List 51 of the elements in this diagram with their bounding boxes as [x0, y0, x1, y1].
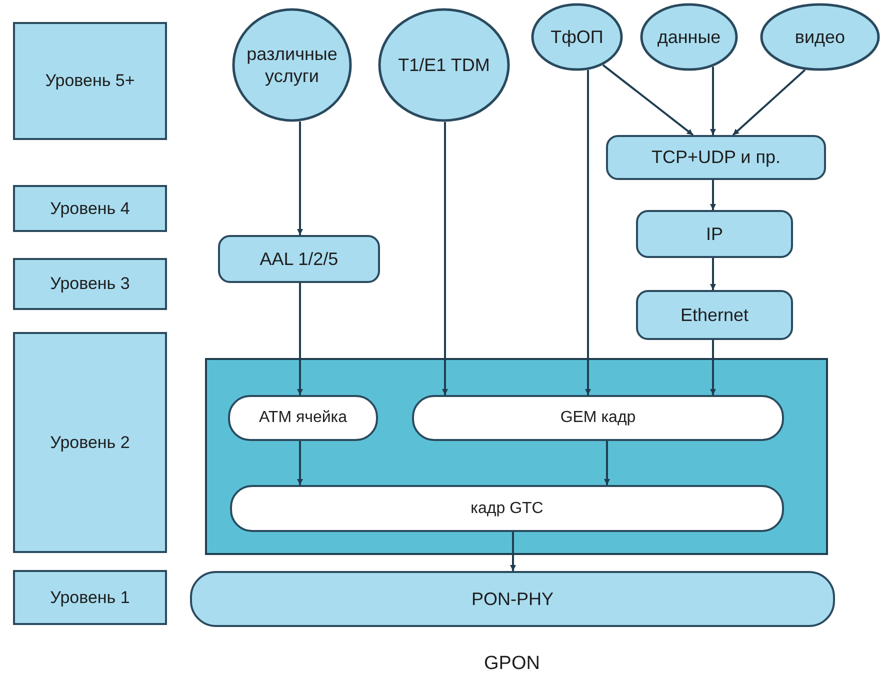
- level-box: [13, 258, 167, 310]
- node-label: PON-PHY: [470, 588, 554, 610]
- node-label: IP: [704, 222, 724, 246]
- node-label: Уровень 3: [49, 273, 131, 296]
- node-label: AAL 1/2/5: [258, 248, 340, 270]
- node-label: GEM кадр: [559, 408, 637, 428]
- service-ellipse: [531, 3, 623, 71]
- node-label: Уровень 1: [49, 586, 131, 609]
- container-box: [205, 358, 828, 555]
- protocol-box: [636, 210, 793, 258]
- node-label: Ethernet: [679, 304, 750, 326]
- node-label: T1/E1 TDM: [397, 54, 491, 76]
- arrow: [732, 69, 806, 136]
- physical-layer-bar: [190, 571, 835, 627]
- node-label: Уровень 2: [49, 432, 131, 454]
- protocol-box: [636, 290, 793, 340]
- node-label: видео: [794, 26, 846, 48]
- arrow: [297, 441, 303, 485]
- arrow: [510, 532, 516, 571]
- service-ellipse: [378, 8, 510, 122]
- arrow: [710, 66, 716, 135]
- diagram-caption: GPON: [483, 652, 541, 676]
- node-label: кадр GTC: [470, 498, 544, 518]
- arrow: [297, 283, 303, 395]
- protocol-box: [606, 135, 826, 180]
- node-label: Уровень 4: [49, 198, 131, 220]
- level-box: [13, 22, 167, 140]
- arrow: [442, 122, 448, 395]
- service-ellipse: [232, 8, 352, 122]
- arrow: [604, 441, 610, 485]
- level-box: [13, 332, 167, 553]
- protocol-box: [218, 235, 380, 283]
- node-label: различные услуги: [246, 42, 338, 88]
- frame-box: [230, 485, 784, 532]
- arrow: [297, 122, 303, 235]
- service-ellipse: [640, 3, 738, 71]
- node-label: ATM ячейка: [258, 408, 348, 428]
- frame-box: [412, 395, 784, 441]
- arrow: [602, 64, 694, 136]
- level-box: [13, 185, 167, 232]
- level-box: [13, 570, 167, 625]
- node-label: ТфОП: [550, 26, 604, 48]
- arrow: [710, 180, 716, 210]
- node-label: данные: [656, 26, 722, 48]
- frame-box: [228, 395, 378, 441]
- arrow: [710, 258, 716, 290]
- node-label: Уровень 5+: [44, 70, 136, 92]
- arrow: [710, 340, 716, 395]
- arrow: [585, 70, 591, 395]
- node-label: TCP+UDP и пр.: [650, 146, 782, 169]
- service-ellipse: [760, 3, 880, 71]
